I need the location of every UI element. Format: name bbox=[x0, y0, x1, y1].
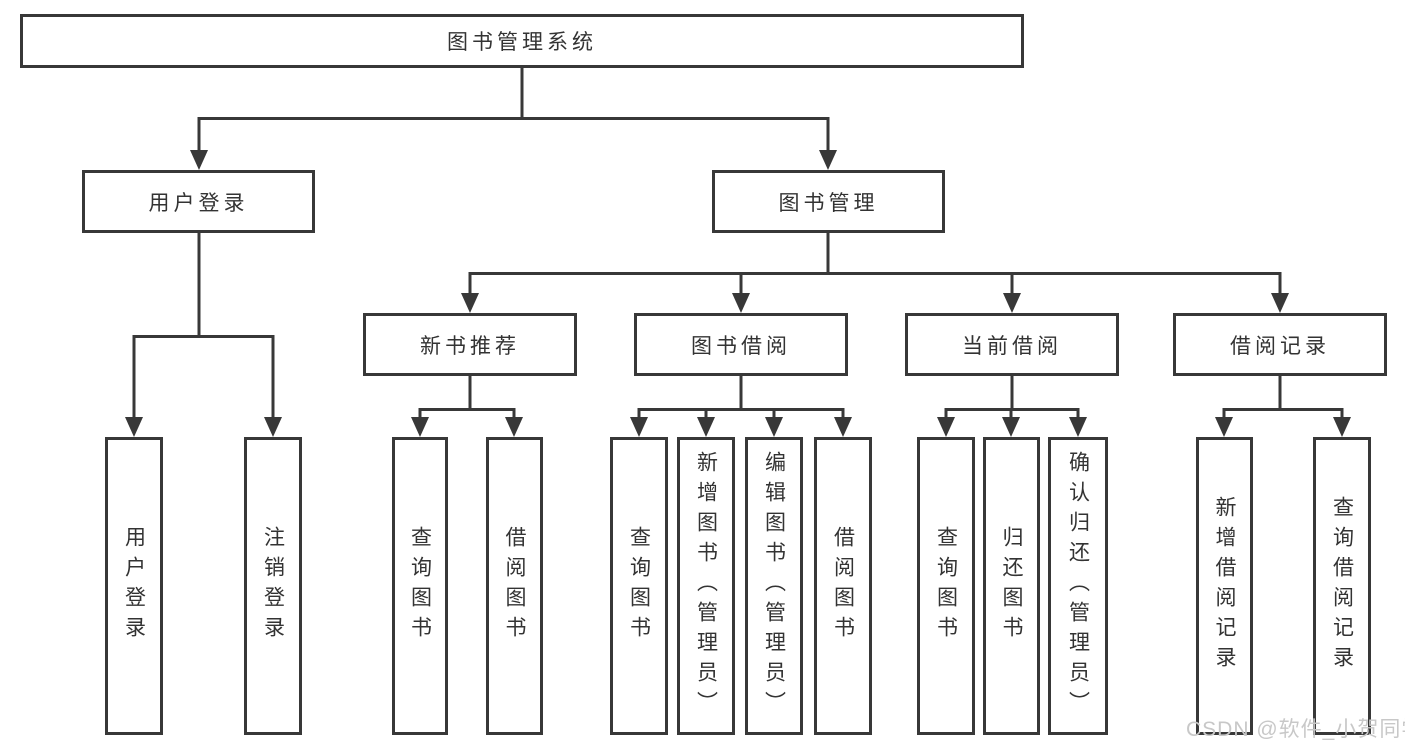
arrow-bb-add bbox=[697, 417, 715, 437]
node-book-management: 图书管理 bbox=[712, 170, 945, 233]
leaf-borrow-add-books-admin: 新增图书（管理员） bbox=[677, 437, 735, 735]
leaf-borrow-borrow-books: 借阅图书 bbox=[814, 437, 872, 735]
leaf-borrow-edit-books-admin: 编辑图书（管理员） bbox=[745, 437, 803, 735]
arrow-current-borrow bbox=[1003, 293, 1021, 313]
leaf-user-login: 用户登录 bbox=[105, 437, 163, 735]
node-label: 当前借阅 bbox=[962, 334, 1062, 358]
arrow-book-management bbox=[819, 150, 837, 170]
arrow-book-borrow bbox=[732, 293, 750, 313]
arrow-bb-edit bbox=[765, 417, 783, 437]
arrow-cb-confirm bbox=[1069, 417, 1087, 437]
leaf-label: 查询图书 bbox=[934, 526, 958, 646]
arrow-borrow-records bbox=[1271, 293, 1289, 313]
leaf-label: 查询借阅记录 bbox=[1330, 496, 1354, 676]
node-current-borrow: 当前借阅 bbox=[905, 313, 1119, 376]
arrow-leaf-login bbox=[125, 417, 143, 437]
node-label: 新书推荐 bbox=[420, 334, 520, 358]
node-book-borrow: 图书借阅 bbox=[634, 313, 848, 376]
leaf-newbook-query-books: 查询图书 bbox=[392, 437, 448, 735]
leaf-label: 借阅图书 bbox=[831, 526, 855, 646]
node-label: 借阅记录 bbox=[1230, 334, 1330, 358]
leaf-logout: 注销登录 bbox=[244, 437, 302, 735]
arrow-nb-borrow bbox=[505, 417, 523, 437]
leaf-label: 编辑图书（管理员） bbox=[762, 451, 786, 721]
leaf-label: 新增借阅记录 bbox=[1213, 496, 1236, 676]
arrow-bb-borrow bbox=[834, 417, 852, 437]
arrow-leaf-logout bbox=[264, 417, 282, 437]
leaf-label: 用户登录 bbox=[122, 526, 146, 646]
leaf-label: 归还图书 bbox=[1000, 526, 1023, 646]
leaf-records-add-borrow-record: 新增借阅记录 bbox=[1196, 437, 1253, 735]
arrow-cb-query bbox=[937, 417, 955, 437]
leaf-current-return-books: 归还图书 bbox=[983, 437, 1040, 735]
node-label: 图书管理 bbox=[778, 191, 879, 215]
node-label: 图书管理系统 bbox=[447, 31, 597, 54]
node-new-book-recommend: 新书推荐 bbox=[363, 313, 577, 376]
node-label: 用户登录 bbox=[148, 191, 249, 215]
node-label: 图书借阅 bbox=[691, 334, 791, 358]
arrow-bb-query bbox=[630, 417, 648, 437]
leaf-current-confirm-return-admin: 确认归还（管理员） bbox=[1048, 437, 1108, 735]
arrow-new-book bbox=[461, 293, 479, 313]
leaf-label: 确认归还（管理员） bbox=[1066, 451, 1090, 721]
node-borrow-records: 借阅记录 bbox=[1173, 313, 1387, 376]
leaf-records-query-borrow-record: 查询借阅记录 bbox=[1313, 437, 1371, 735]
leaf-label: 查询图书 bbox=[408, 526, 432, 646]
leaf-current-query-books: 查询图书 bbox=[917, 437, 975, 735]
leaf-label: 借阅图书 bbox=[503, 526, 526, 646]
arrow-nb-query bbox=[411, 417, 429, 437]
leaf-borrow-query-books: 查询图书 bbox=[610, 437, 668, 735]
arrow-br-query bbox=[1333, 417, 1351, 437]
leaf-newbook-borrow-books: 借阅图书 bbox=[486, 437, 543, 735]
watermark-csdn: CSDN @软件_小贺同学 bbox=[1186, 718, 1405, 741]
arrow-user-login bbox=[190, 150, 208, 170]
arrowheads bbox=[125, 150, 1351, 437]
leaf-label: 注销登录 bbox=[261, 526, 285, 646]
arrow-br-add bbox=[1215, 417, 1233, 437]
arrow-cb-return bbox=[1002, 417, 1020, 437]
leaf-label: 查询图书 bbox=[627, 526, 651, 646]
node-user-login: 用户登录 bbox=[82, 170, 315, 233]
leaf-label: 新增图书（管理员） bbox=[694, 451, 718, 721]
node-library-management-system: 图书管理系统 bbox=[20, 14, 1024, 68]
